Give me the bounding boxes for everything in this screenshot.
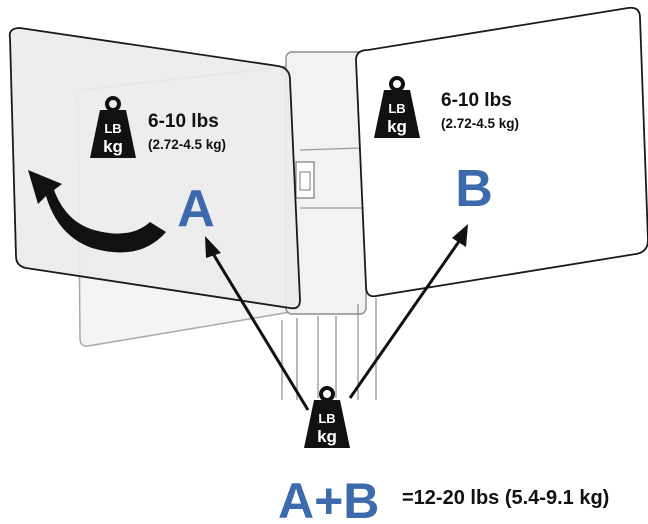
panel-a-weight-icon: LB kg <box>90 96 136 158</box>
weight-unit-lb: LB <box>318 411 335 426</box>
stand-posts <box>281 298 377 400</box>
swing-arrow <box>28 170 166 253</box>
panel-a-letter: A <box>177 180 215 238</box>
panel-a-weight-kg: (2.72-4.5 kg) <box>148 137 226 152</box>
weight-unit-kg: kg <box>387 117 407 136</box>
arrow-to-panel-a <box>205 236 310 411</box>
panel-b-letter: B <box>455 160 493 218</box>
panel-a-weight-lbs: 6-10 lbs <box>148 111 219 132</box>
panel-b-weight-lbs: 6-10 lbs <box>441 90 512 111</box>
left-panel <box>8 27 301 310</box>
combined-total: =12-20 lbs (5.4-9.1 kg) <box>402 487 609 509</box>
weight-unit-lb: LB <box>388 101 405 116</box>
weight-unit-lb: LB <box>104 121 121 136</box>
panel-b-weight-icon: LB kg <box>374 76 420 138</box>
combined-label: A+B <box>278 473 379 524</box>
weight-unit-kg: kg <box>317 427 337 446</box>
weight-unit-kg: kg <box>103 137 123 156</box>
combined-weight-icon: LB kg <box>304 386 350 448</box>
arrow-to-panel-b <box>348 224 468 399</box>
panel-b-weight-kg: (2.72-4.5 kg) <box>441 116 519 131</box>
right-panel <box>355 6 648 298</box>
